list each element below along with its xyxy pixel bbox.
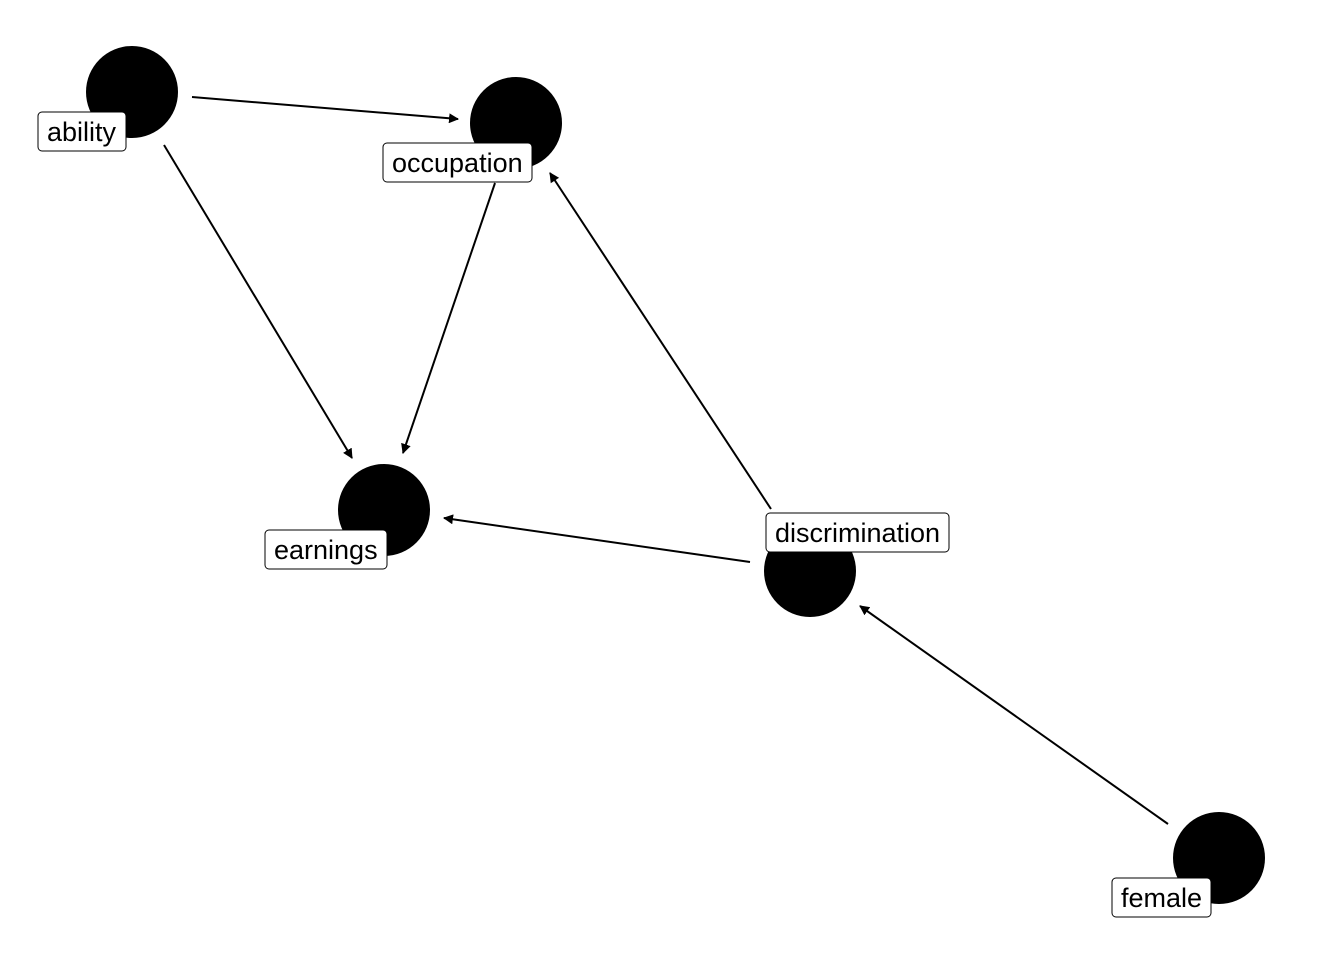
edge-female-to-discrimination xyxy=(859,605,1169,825)
node-label-box xyxy=(382,142,533,183)
edge-ability-to-occupation xyxy=(191,96,459,124)
node-label-box xyxy=(1111,877,1212,918)
node-label-text: female xyxy=(1121,883,1202,913)
node-label-discrimination: discrimination xyxy=(765,512,950,553)
node-label-occupation: occupation xyxy=(382,142,533,183)
node-label-text: ability xyxy=(47,117,117,147)
edge-occupation-to-earnings xyxy=(401,182,496,454)
node-label-text: earnings xyxy=(274,535,378,565)
node-label-box xyxy=(37,111,127,152)
node-label-text: discrimination xyxy=(775,518,940,548)
node-label-earnings: earnings xyxy=(264,529,388,570)
nodes-layer xyxy=(86,46,1265,904)
node-label-box xyxy=(264,529,388,570)
node-label-female: female xyxy=(1111,877,1212,918)
node-label-text: occupation xyxy=(392,148,523,178)
node-label-box xyxy=(765,512,950,553)
edge-ability-to-earnings xyxy=(163,144,353,459)
edge-discrimination-to-earnings xyxy=(443,514,751,563)
edges-layer xyxy=(163,96,1169,825)
node-label-ability: ability xyxy=(37,111,127,152)
edge-discrimination-to-occupation xyxy=(549,172,772,510)
labels-layer: ability occupation earnings discrimination f… xyxy=(37,111,1212,918)
